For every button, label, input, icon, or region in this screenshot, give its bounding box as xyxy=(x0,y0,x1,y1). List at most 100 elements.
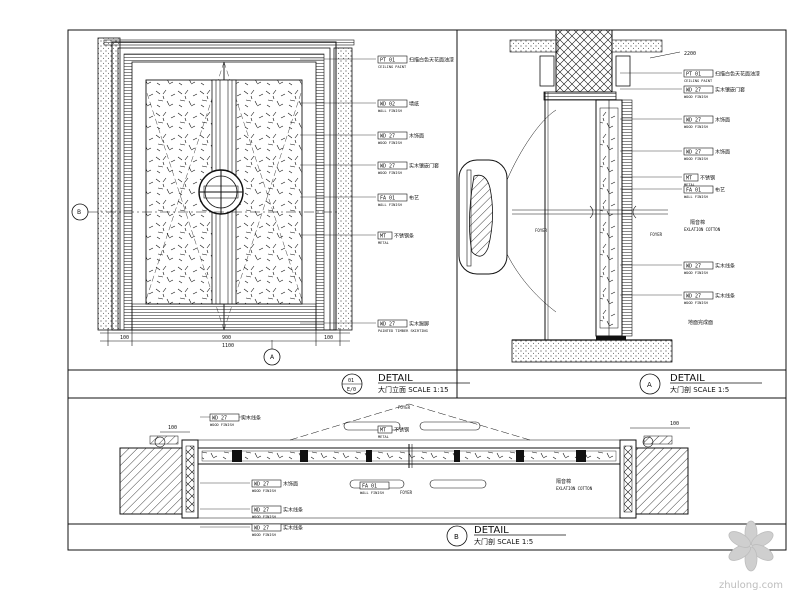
elevation-callout-3-finish: WOOD FINISH xyxy=(378,171,402,175)
section-callout-5-code: FA 01 xyxy=(686,188,701,194)
plan-callout-1-finish: WOOD FINISH xyxy=(252,489,276,493)
section-callout-3-finish: WOOD FINISH xyxy=(684,157,708,161)
detail-marker-circle-2 xyxy=(446,525,468,547)
plan-callout-metal-finish: METAL xyxy=(378,435,389,439)
plan-callout-metal-code-box xyxy=(377,425,393,434)
section-foyer-left: FOYER xyxy=(535,228,548,233)
snowflake-logo-icon: zhulong.com xyxy=(719,520,783,591)
plan-static-text: FOYER FOYER 隔音棉 EXLATION COTTON 100 100 xyxy=(168,405,679,495)
section-callout-6-note: 实木线条 xyxy=(715,263,735,270)
plan-callout-3-code-box xyxy=(251,523,282,532)
elevation-callout-0-code: PT 01 xyxy=(380,58,395,64)
section-callout-5: FA 01 布艺 WALL FINISH xyxy=(683,185,725,199)
elevation-callout-1-code: WD 02 xyxy=(380,102,395,108)
section-callout-2-finish: WOOD FINISH xyxy=(684,125,708,129)
plan-callout-0: WD 27 实木线条 WOOD FINISH xyxy=(209,413,261,427)
plan-dim-left: 100 xyxy=(168,425,177,431)
elevation-callout-6-code-box xyxy=(377,319,408,328)
door-elevation-drawing xyxy=(71,37,355,366)
plan-callout-1-code: WD 27 xyxy=(254,482,269,488)
elev-dim-left: 100 xyxy=(120,335,129,341)
elevation-callout-4: FA 01 布艺 WALL FINISH xyxy=(377,193,419,207)
door-plan-drawing xyxy=(119,403,690,519)
plan-foyer-bottom: FOYER xyxy=(400,490,413,495)
elevation-callout-1-note: 墙纸 xyxy=(409,101,419,108)
plan-callout-fabric-code: FA 01 xyxy=(362,484,377,490)
plan-isolation-cn: 隔音棉 xyxy=(556,478,571,485)
section-callout-1-code-box xyxy=(683,85,714,94)
door-section-drawing xyxy=(458,29,681,363)
section-callout-5-code-box xyxy=(683,185,714,194)
plan-callout-0-code: WD 27 xyxy=(212,416,227,422)
section-callout-2-code-box xyxy=(683,115,714,124)
plan-callout-1: WD 27 木饰面 WOOD FINISH xyxy=(251,479,298,493)
detail-marker-letter-1: A xyxy=(647,381,652,389)
elevation-callout-3-note: 实木镶嵌门套 xyxy=(409,163,439,170)
elevation-callout-0-finish: CEILING PAINT xyxy=(378,65,407,69)
section-callout-7-code: WD 27 xyxy=(686,294,701,300)
section-callout-5-note: 布艺 xyxy=(715,187,725,194)
elevation-callout-4-code: FA 01 xyxy=(380,196,395,202)
watermark-text: zhulong.com xyxy=(719,580,783,591)
detail-marker-letter-2: B xyxy=(454,533,459,541)
plan-callout-2-code: WD 27 xyxy=(254,508,269,514)
section-callout-3-code: WD 27 xyxy=(686,150,701,156)
plan-callout-1-note: 木饰面 xyxy=(283,481,298,488)
sheet-frame xyxy=(67,29,787,551)
detail-scale-text-2: 大门剖 SCALE 1:5 xyxy=(474,537,533,546)
detail-scale-text-1: 大门剖 SCALE 1:5 xyxy=(670,385,729,394)
elevation-callout-6-code: WD 27 xyxy=(380,322,395,328)
section-callout-2-note: 木饰面 xyxy=(715,117,730,124)
elevation-callout-4-note: 布艺 xyxy=(409,195,419,202)
elevation-callout-2-code-box xyxy=(377,131,408,140)
plan-callout-0-note: 实木线条 xyxy=(241,415,261,422)
detail-scale-text-0: 大门立面 SCALE 1:15 xyxy=(378,385,449,394)
plan-callout-3-note: 实木线条 xyxy=(283,525,303,532)
elevation-callout-4-finish: WALL FINISH xyxy=(378,203,402,207)
elevation-callout-5-note: 不锈钢条 xyxy=(394,233,414,240)
section-callout-3-code-box xyxy=(683,147,714,156)
detail-marker-circle-1 xyxy=(639,373,661,395)
section-callout-0-code: PT 01 xyxy=(686,72,701,78)
section-callout-4-note: 不锈钢 xyxy=(700,175,715,182)
section-callout-5-finish: WALL FINISH xyxy=(684,195,708,199)
section-floor-note: 地面完成面 xyxy=(688,319,713,326)
section-isolation-en: EXLATION COTTON xyxy=(684,227,721,232)
plan-dim-right: 100 xyxy=(670,421,679,427)
section-callout-1-note: 实木镶嵌门套 xyxy=(715,87,745,94)
elev-section-marker-b: B xyxy=(77,209,81,216)
section-callout-1-code: WD 27 xyxy=(686,88,701,94)
plan-callout-2-note: 实木线条 xyxy=(283,507,303,514)
plan-callout-1-code-box xyxy=(251,479,282,488)
elevation-callout-0-code-box xyxy=(377,55,408,64)
section-callout-4-finish: METAL xyxy=(684,183,695,187)
plan-foyer-top: FOYER xyxy=(398,405,411,410)
plan-callout-metal-note: 不锈钢 xyxy=(394,427,409,434)
plan-callout-0-code-box xyxy=(209,413,240,422)
plan-callout-0-finish: WOOD FINISH xyxy=(210,423,234,427)
elev-dim-total: 1100 xyxy=(222,343,234,349)
elevation-callout-6-note: 实木踢脚 xyxy=(409,321,429,328)
section-top-dim: 2200 xyxy=(684,51,696,57)
detail-title-text-1: DETAIL xyxy=(670,373,705,384)
plan-callout-3-code: WD 27 xyxy=(254,526,269,532)
section-callout-6-finish: WOOD FINISH xyxy=(684,271,708,275)
detail-marker-sheet-0: E/0 xyxy=(347,387,356,393)
section-callout-0-note: 扫描白色天花面油漆 xyxy=(715,71,760,78)
